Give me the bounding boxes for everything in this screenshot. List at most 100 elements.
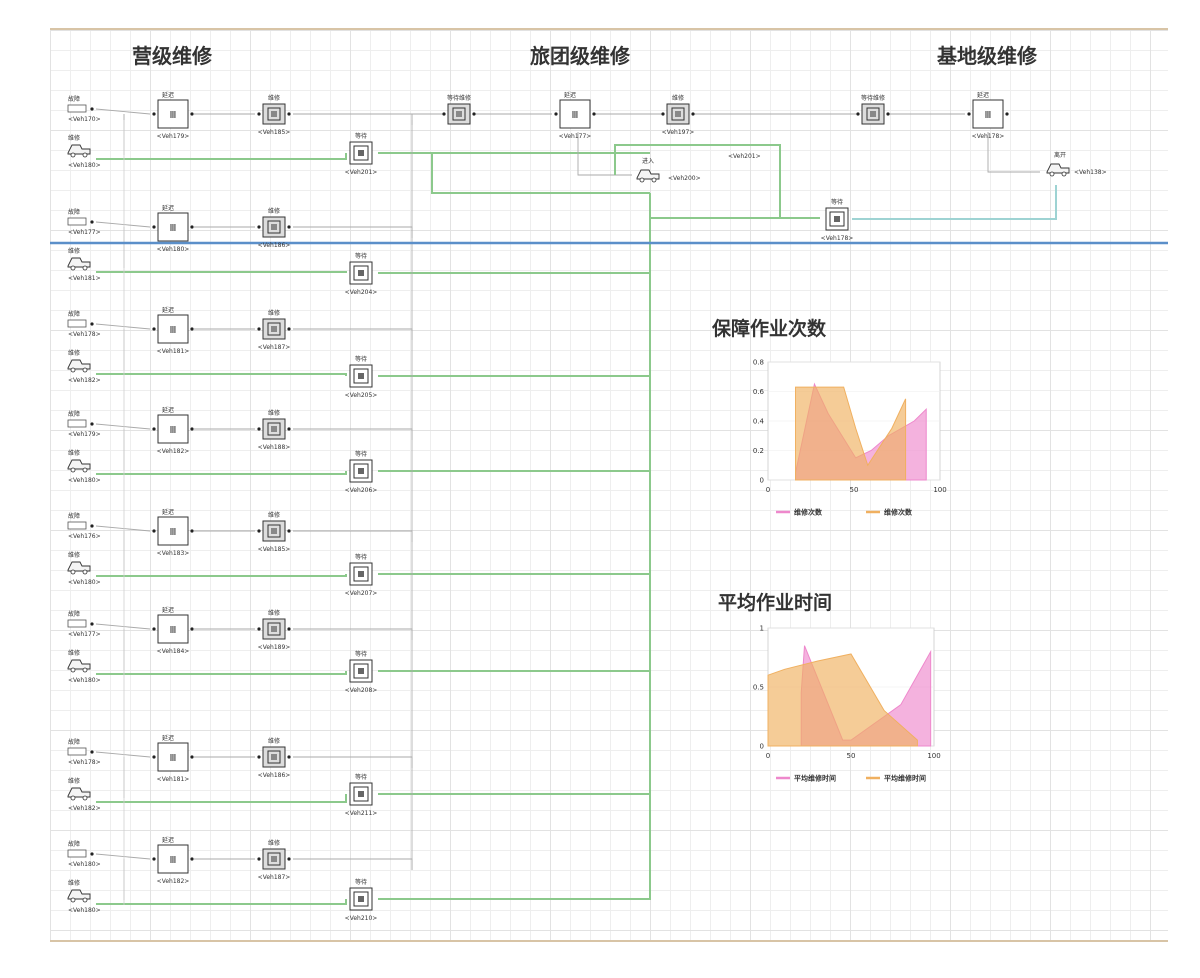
port-dot: [152, 755, 156, 759]
fault-tag: <Veh179>: [68, 431, 101, 438]
port-dot: [190, 327, 194, 331]
truck-wheel: [70, 152, 76, 158]
wait-label: 等待: [355, 252, 367, 260]
y-tick-label: 1: [760, 625, 764, 633]
port-dot: [152, 529, 156, 533]
port-dot: [554, 112, 558, 116]
wire-fault-delay: [95, 525, 151, 532]
delay-tag: <Veh182>: [157, 448, 190, 455]
queue-inner: [452, 107, 466, 121]
port-dot: [90, 220, 94, 224]
delay-box: [559, 99, 591, 129]
queue-block: 维修<Veh187>: [257, 309, 291, 351]
chart-title-avg-time: 平均作业时间: [718, 592, 833, 614]
wait-label: 等待: [355, 132, 367, 140]
port-dot: [442, 112, 446, 116]
top-border: [50, 28, 1168, 30]
fault-source: 故障<Veh170>: [67, 95, 101, 123]
queue-core: [675, 111, 681, 117]
delay-glyph: Ⅲ: [170, 753, 177, 764]
truck-wheel: [82, 667, 88, 673]
delay-label: 延迟: [162, 836, 174, 844]
wait-inner: [353, 145, 369, 161]
wire-green-brigade: [649, 193, 820, 219]
wait-label: 等待: [355, 773, 367, 781]
port-dot: [886, 112, 890, 116]
truck-wheel: [70, 897, 76, 903]
maintain-tag: <Veh182>: [68, 805, 101, 812]
delay-box: [157, 414, 189, 444]
wait-core: [358, 468, 364, 474]
wait-core: [358, 270, 364, 276]
wire-base-down: [987, 132, 1040, 173]
wait-label: 等待: [355, 450, 367, 458]
queue-tag: <Veh189>: [258, 644, 291, 651]
fault-tag: <Veh176>: [68, 533, 101, 540]
wait-core: [358, 896, 364, 902]
port-dot: [257, 755, 261, 759]
fault-label: 故障: [68, 512, 80, 520]
wire-queue-out: [293, 113, 413, 125]
maintain-label: 维修: [68, 349, 80, 357]
maintain-tag: <Veh180>: [68, 477, 101, 484]
wire-fault-delay: [95, 623, 151, 630]
truck-wheel: [82, 569, 88, 575]
wait-core: [358, 150, 364, 156]
wait-tag: <Veh201>: [345, 169, 378, 176]
port-dot: [691, 112, 695, 116]
delay-glyph: Ⅲ: [170, 325, 177, 336]
delay-box: [157, 212, 189, 242]
queue-block: 维修<Veh187>: [257, 839, 291, 881]
port-dot: [967, 112, 971, 116]
queue-block: 维修<Veh185>: [257, 94, 291, 136]
queue-label: 维修: [268, 309, 280, 317]
wire-green-to-wait: [96, 794, 347, 803]
base-leave: 离开<Veh138>: [1046, 151, 1107, 177]
queue-label: 维修: [268, 609, 280, 617]
wire-fault-delay: [95, 751, 151, 758]
delay-glyph: Ⅲ: [170, 425, 177, 436]
wait-core: [358, 668, 364, 674]
legend-label: 维修次数: [884, 508, 913, 517]
delay-label: 延迟: [162, 204, 174, 212]
truck-wheel: [70, 265, 76, 271]
wire-queue-out: [293, 328, 413, 340]
queue-inner: [267, 422, 281, 436]
wire-queue-out: [293, 530, 413, 542]
wait-core: [358, 791, 364, 797]
wait-tag: <Veh207>: [345, 590, 378, 597]
queue-block: 维修 <Veh189>: [257, 609, 291, 651]
y-tick-label: 0.6: [753, 388, 765, 396]
port-dot: [257, 857, 261, 861]
queue-block: 维修<Veh185>: [257, 511, 291, 553]
maintain-label: 维修: [68, 551, 80, 559]
queue-inner: [267, 220, 281, 234]
fault-label: 故障: [68, 208, 80, 216]
truck-icon: [67, 144, 91, 158]
queue-core: [456, 111, 462, 117]
maintain-label: 维修: [68, 777, 80, 785]
port-dot: [90, 750, 94, 754]
queue-core: [870, 111, 876, 117]
delay-box: [157, 99, 189, 129]
port-dot: [152, 327, 156, 331]
fault-label: 故障: [68, 610, 80, 618]
fault-box: [67, 419, 87, 428]
fault-source: 故障<Veh180>: [67, 840, 101, 868]
wait-block: 等待 <Veh201>: [345, 132, 378, 176]
fault-label: 故障: [68, 738, 80, 746]
queue-inner: [671, 107, 685, 121]
port-dot: [90, 107, 94, 111]
queue-core: [271, 528, 277, 534]
section-title-base: 基地级维修: [937, 44, 1037, 68]
queue-inner: [267, 750, 281, 764]
port-dot: [257, 627, 261, 631]
delay-glyph: Ⅲ: [170, 223, 177, 234]
wire-green-to-wait: [96, 671, 347, 675]
queue-block: 维修<Veh188>: [257, 409, 291, 451]
truck-wheel: [70, 795, 76, 801]
port-dot: [190, 627, 194, 631]
truck-icon: [67, 561, 91, 575]
